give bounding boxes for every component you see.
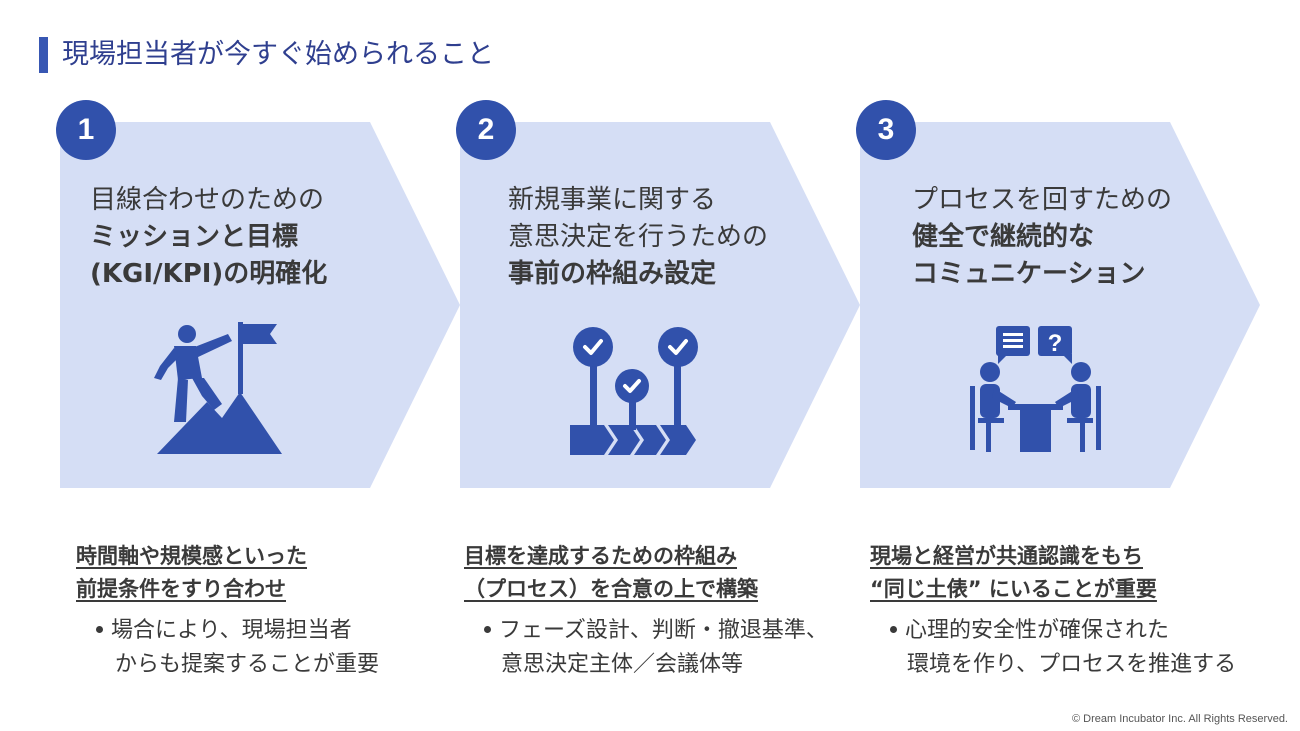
bullet-dot-icon: [890, 625, 897, 633]
sub-line-1: 目標を達成するための枠組み: [464, 544, 737, 568]
milestone-checkpoints-icon: [570, 327, 698, 455]
heading-line-2: 健全で継続的な: [912, 222, 1095, 252]
bullet-line-1: 場合により、現場担当者: [111, 618, 352, 643]
bullet-line-1: 心理的安全性が確保された: [905, 618, 1170, 643]
card-1-bullet: 場合により、現場担当者 からも提案することが重要: [96, 614, 379, 682]
chevron-shape: [60, 122, 460, 488]
chevron-shape: [860, 122, 1260, 488]
heading-line-2: 意思決定を行うための: [508, 222, 769, 252]
page-title: 現場担当者が今すぐ始められること: [62, 39, 494, 70]
sub-line-2: “同じ土俵” にいることが重要: [870, 577, 1157, 601]
sub-line-1: 現場と経営が共通認識をもち: [870, 544, 1143, 568]
step-number-badge: 2: [456, 100, 516, 160]
sub-line-2: 前提条件をすり合わせ: [76, 577, 286, 601]
card-heading: プロセスを回すための 健全で継続的な コミュニケーション: [912, 182, 1172, 293]
card-3-subheading: 現場と経営が共通認識をもち “同じ土俵” にいることが重要: [870, 540, 1157, 606]
bullet-dot-icon: [484, 625, 491, 633]
card-heading: 新規事業に関する 意思決定を行うための 事前の枠組み設定: [508, 182, 768, 293]
copyright-notice: © Dream Incubator Inc. All Rights Reserv…: [1072, 713, 1288, 725]
sub-line-1: 時間軸や規模感といった: [76, 544, 307, 568]
heading-line-3: 事前の枠組み設定: [508, 259, 717, 289]
title-accent-bar: [39, 37, 48, 73]
bullet-line-1: フェーズ設計、判断・撤退基準、: [499, 618, 828, 643]
heading-line-1: 目線合わせのための: [90, 185, 325, 215]
bullet-line-2: 環境を作り、プロセスを推進する: [907, 652, 1237, 677]
step-card-2: 2 新規事業に関する 意思決定を行うための 事前の枠組み設定: [456, 100, 860, 490]
bullet-dot-icon: [96, 625, 103, 633]
bullet-line-2: からも提案することが重要: [115, 652, 380, 677]
card-heading: 目線合わせのための ミッションと目標 (KGI/KPI)の明確化: [90, 182, 327, 293]
card-2-subheading: 目標を達成するための枠組み （プロセス）を合意の上で構築: [464, 540, 758, 606]
bullet-line-2: 意思決定主体／会議体等: [501, 652, 744, 677]
card-1-subheading: 時間軸や規模感といった 前提条件をすり合わせ: [76, 540, 307, 606]
svg-text:?: ?: [1048, 330, 1063, 357]
heading-line-1: プロセスを回すための: [912, 185, 1173, 215]
card-2-bullet: フェーズ設計、判断・撤退基準、 意思決定主体／会議体等: [484, 614, 828, 682]
step-number-badge: 1: [56, 100, 116, 160]
card-3-bullet: 心理的安全性が確保された 環境を作り、プロセスを推進する: [890, 614, 1236, 682]
heading-line-1: 新規事業に関する: [508, 185, 717, 215]
heading-line-2: ミッションと目標: [90, 222, 299, 252]
sub-line-2: （プロセス）を合意の上で構築: [464, 577, 758, 601]
step-number-badge: 3: [856, 100, 916, 160]
mountain-climber-flag-icon: [154, 322, 282, 454]
step-card-3: 3 プロセスを回すための 健全で継続的な コミュニケーション: [856, 100, 1260, 490]
heading-line-3: コミュニケーション: [912, 259, 1146, 289]
chevron-shape: [460, 122, 860, 488]
step-card-1: 1 目線合わせのための ミッションと目標 (KGI/KPI)の明確化: [56, 100, 460, 490]
heading-line-3: (KGI/KPI)の明確化: [90, 259, 328, 289]
meeting-discussion-icon: ?: [970, 326, 1101, 452]
